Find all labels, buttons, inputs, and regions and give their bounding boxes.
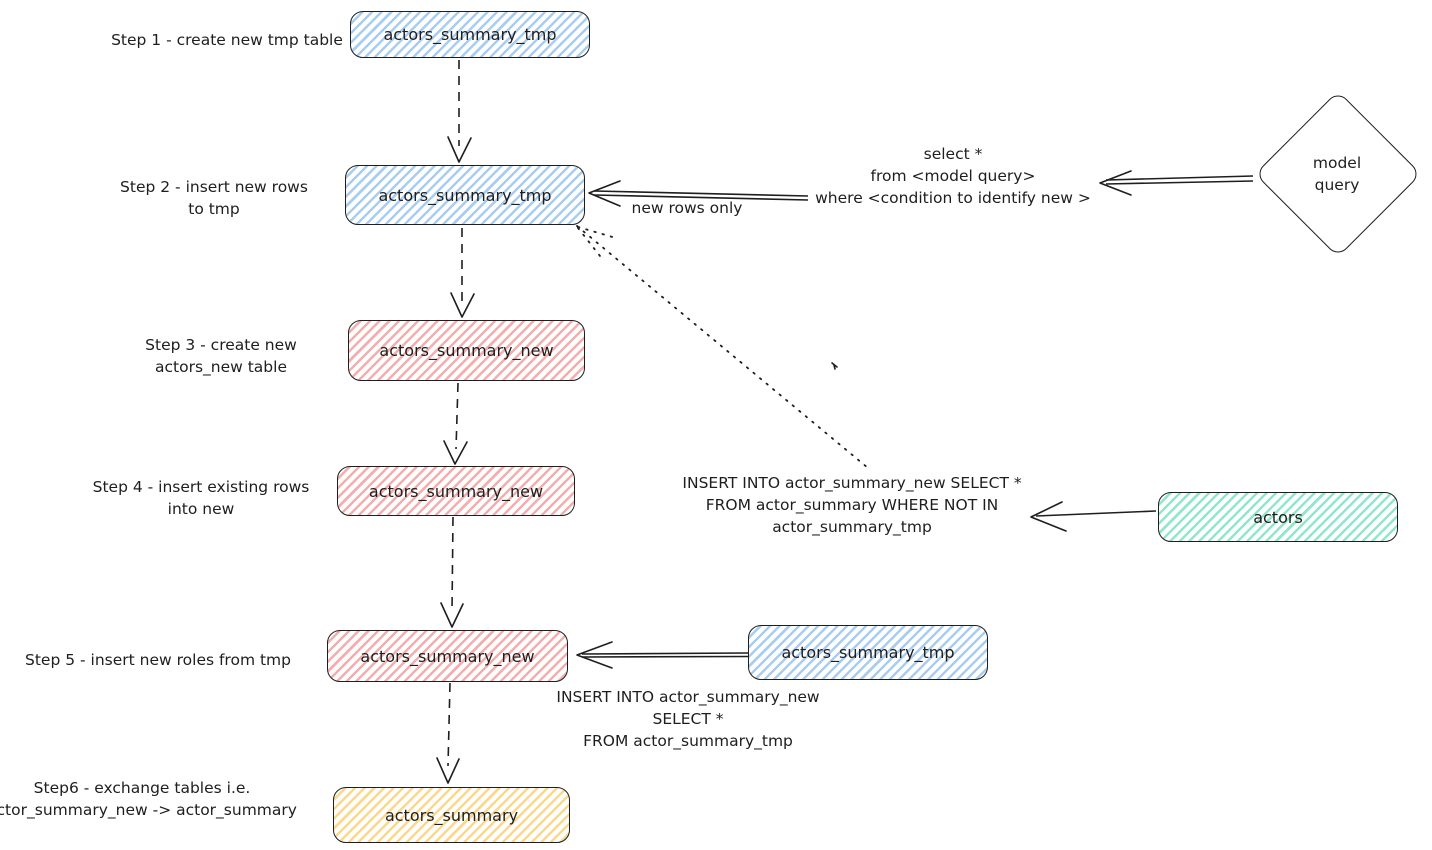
- node-step6-summary-table[interactable]: actors_summary: [333, 787, 570, 843]
- annotation-insert-not-in: INSERT INTO actor_summary_new SELECT * F…: [682, 474, 1022, 536]
- stray-mark: [831, 362, 838, 370]
- node-label: actors_summary_tmp: [378, 185, 552, 205]
- step-1-label: Step 1 - create new tmp table: [111, 31, 343, 49]
- node-label: actors_summary_tmp: [781, 643, 955, 662]
- node-label: actors_summary_new: [379, 341, 554, 360]
- node-label: actors_summary_new: [368, 481, 544, 501]
- arrow-step1-to-step2: [447, 60, 472, 163]
- arrow-select-query-to-step2: [588, 180, 809, 207]
- step-3-label: Step 3 - create new actors_new table: [145, 336, 297, 376]
- step-6-label: Step6 - exchange tables i.e. actor_summa…: [0, 779, 297, 819]
- step-4-label: Step 4 - insert existing rows into new: [92, 478, 310, 518]
- arrow-step5-to-step6: [436, 682, 460, 784]
- node-step3-new-table[interactable]: actors_summary_new: [348, 320, 585, 381]
- arrow-tmp-to-step5: [576, 641, 749, 669]
- arrow-step4-to-step5: [440, 516, 464, 628]
- annotation-select-query: select * from <model query> where <condi…: [815, 145, 1091, 207]
- node-label: actors_summary: [384, 805, 519, 825]
- annotation-new-rows-only: new rows only: [631, 199, 743, 217]
- node-tmp-source[interactable]: actors_summary_tmp: [748, 625, 988, 680]
- arrow-step3-to-step4: [443, 382, 468, 465]
- model-query-label: model query: [1312, 154, 1362, 194]
- node-label: actors: [1253, 507, 1303, 527]
- arrow-actors-to-insert-not-in: [1030, 501, 1157, 532]
- arrow-model-query-to-select-query: [1099, 170, 1254, 196]
- node-step1-tmp-table[interactable]: actors_summary_tmp: [350, 11, 590, 58]
- node-step4-new-table[interactable]: actors_summary_new: [337, 466, 575, 516]
- dotted-arrow-insert-not-in-to-step2: [576, 225, 869, 469]
- node-step5-new-table[interactable]: actors_summary_new: [327, 630, 568, 682]
- annotation-insert-from-tmp: INSERT INTO actor_summary_new SELECT * F…: [556, 688, 820, 750]
- node-step2-tmp-table[interactable]: actors_summary_tmp: [345, 165, 585, 225]
- node-label: actors_summary_tmp: [383, 25, 557, 44]
- node-label: actors_summary_new: [360, 646, 535, 666]
- step-2-label: Step 2 - insert new rows to tmp: [120, 178, 308, 218]
- arrow-step2-to-step3: [450, 228, 475, 318]
- node-actors-source[interactable]: actors: [1158, 492, 1398, 542]
- step-5-label: Step 5 - insert new roles from tmp: [25, 651, 291, 669]
